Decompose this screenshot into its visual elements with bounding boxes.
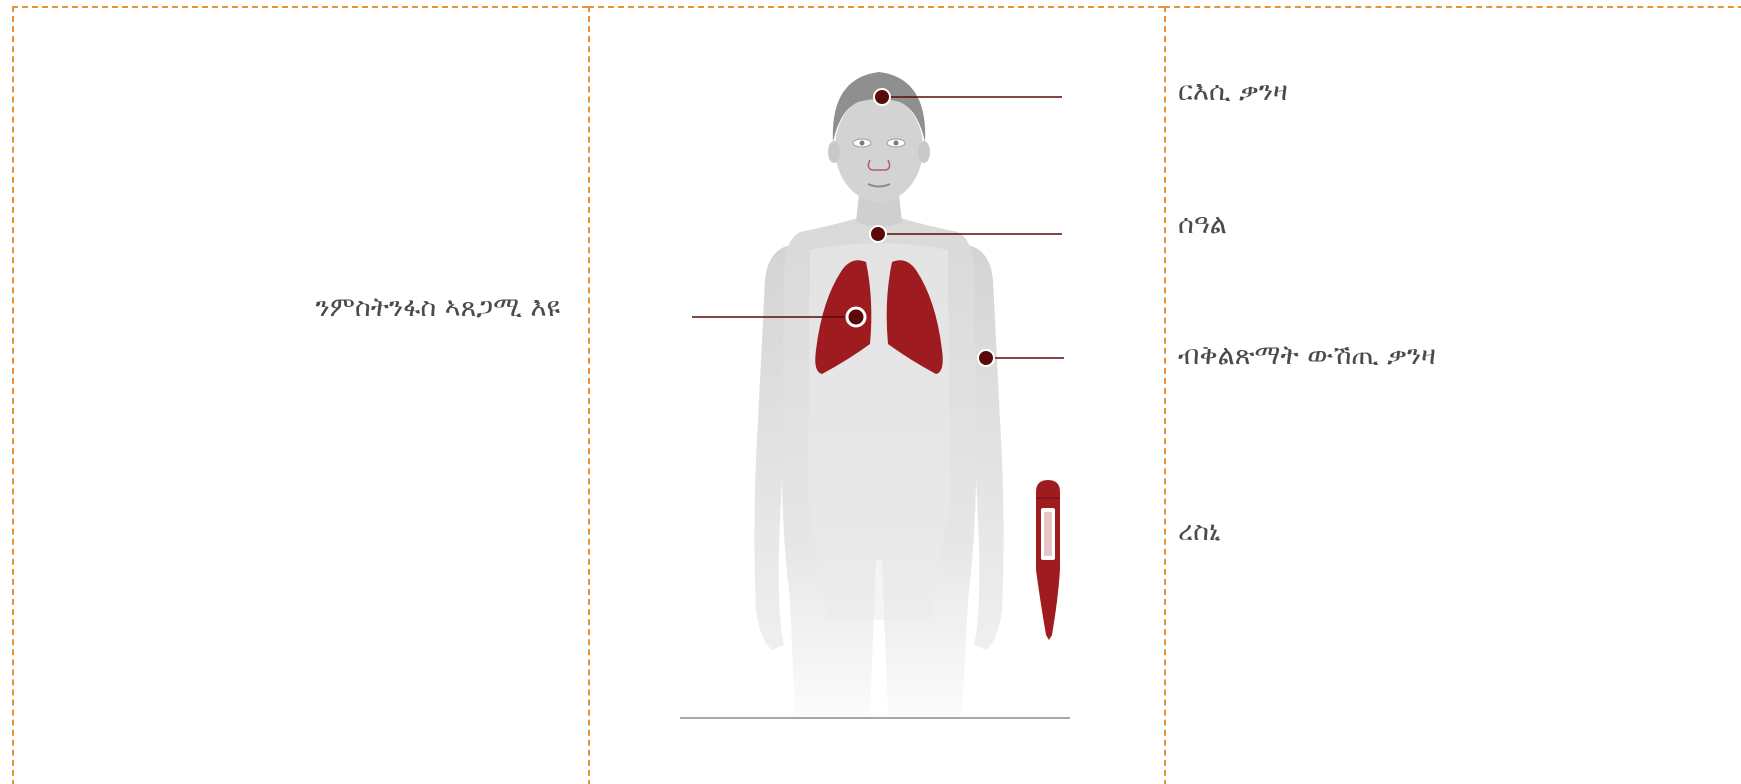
- headache-label: ርእሲ ቃንዛ: [1178, 78, 1288, 105]
- head-marker-icon: [874, 89, 890, 105]
- thermometer-icon: [1036, 480, 1060, 640]
- arm-marker-icon: [978, 350, 994, 366]
- muscle-pain-label: ብቅልጽማት ውሽጢ ቃንዛ: [1178, 342, 1436, 369]
- lungs-marker-icon: [847, 308, 865, 326]
- fever-label: ረስኒ: [1178, 518, 1221, 545]
- cough-label: ሰዓል: [1178, 211, 1227, 238]
- throat-marker-icon: [870, 226, 886, 242]
